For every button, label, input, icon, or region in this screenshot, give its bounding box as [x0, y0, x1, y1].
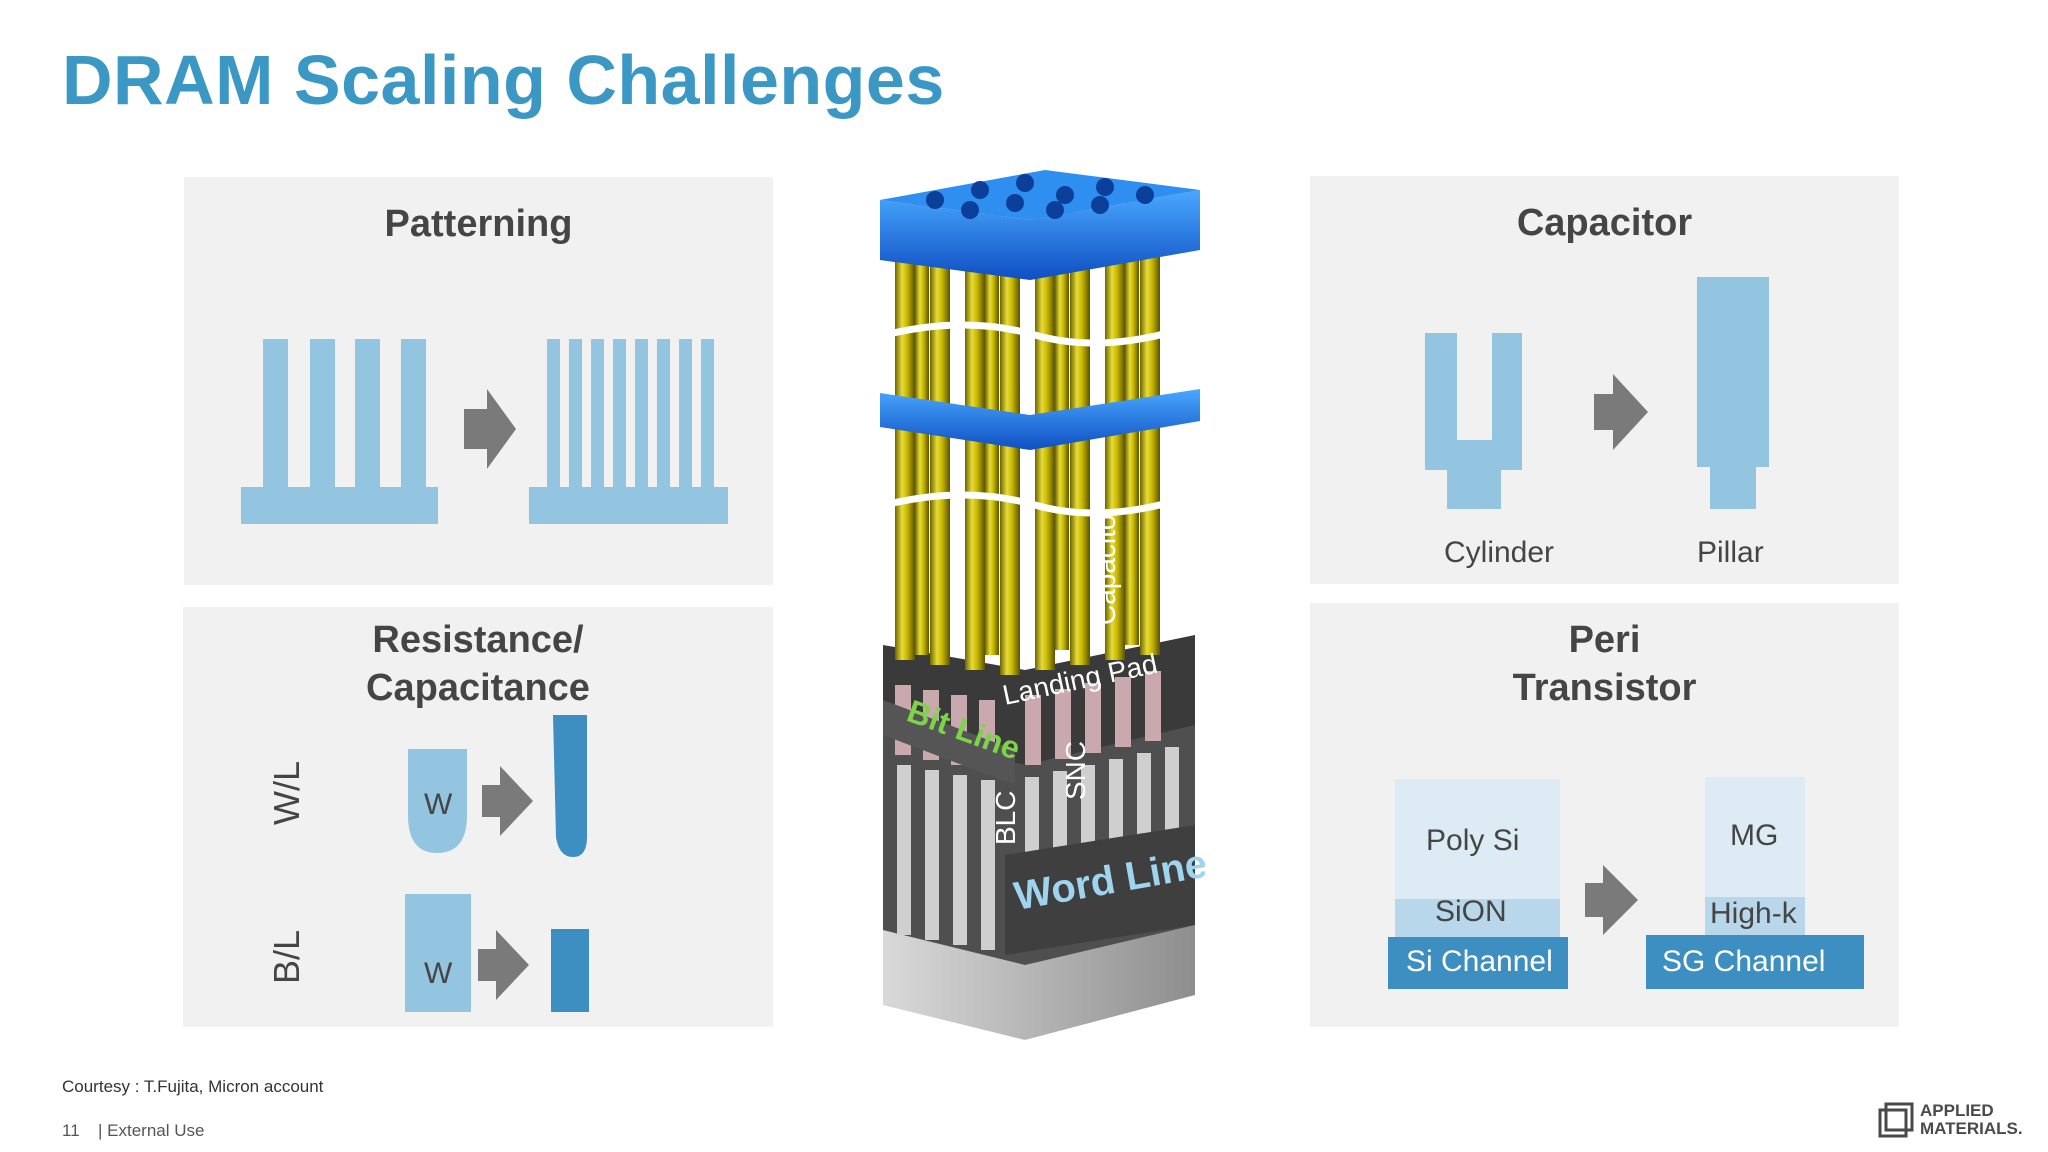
resistance-diagram: W/L B/L: [266, 715, 589, 1012]
logo-line-2: MATERIALS.: [1920, 1119, 2023, 1138]
resistance-capacitance-panel: Resistance/ Capacitance W/L B/L W W: [183, 607, 773, 1027]
title-line-1: Peri: [1568, 619, 1641, 661]
metal-label: W: [424, 957, 453, 990]
courtesy-note: Courtesy : T.Fujita, Micron account: [62, 1077, 324, 1096]
cylinder-label: Cylinder: [1444, 536, 1555, 569]
title-line-2: Transistor: [1512, 666, 1697, 709]
bl-label: B/L: [266, 930, 307, 984]
panel-title: Peri Transistor: [1310, 617, 1899, 712]
transistor-diagram: [1388, 777, 1864, 989]
pillar-label: Pillar: [1697, 536, 1764, 569]
panel-title: Patterning: [384, 203, 573, 245]
capacitor-label: Capacitor: [1090, 505, 1121, 625]
arrow-right-icon: [478, 930, 529, 1000]
title-line-1: Resistance/: [372, 619, 584, 661]
arrow-right-icon: [1594, 374, 1648, 450]
capacitor-diagram: [1425, 277, 1769, 509]
high-k-label: High-k: [1710, 897, 1797, 930]
arrow-right-icon: [464, 389, 516, 469]
arrow-right-icon: [482, 766, 533, 836]
panel-title: Resistance/ Capacitance: [183, 617, 773, 712]
company-logo: APPLIED MATERIALS.: [1878, 1100, 2028, 1140]
page-title: DRAM Scaling Challenges: [62, 41, 945, 119]
panel-title: Capacitor: [1516, 202, 1693, 244]
applied-materials-logo-icon: [1878, 1102, 1914, 1138]
patterning-diagram: [241, 339, 728, 524]
sion-label: SiON: [1435, 895, 1507, 928]
dram-cell-3d-diagram: Capacitor Landing Pad Bit Line SNC BLC W…: [880, 170, 1205, 1040]
wl-label: W/L: [266, 761, 307, 825]
title-line-2: Capacitance: [366, 666, 590, 709]
metal-label: W: [424, 788, 453, 821]
patterning-panel: Patterning: [184, 177, 773, 585]
classification-label: | External Use: [98, 1121, 205, 1140]
poly-si-label: Poly Si: [1426, 824, 1520, 857]
page-number: 11: [62, 1121, 80, 1140]
blc-label: BLC: [990, 791, 1021, 845]
snc-label: SNC: [1060, 741, 1091, 800]
arrow-right-icon: [1585, 865, 1638, 935]
peri-transistor-panel: Peri Transistor Poly Si SiON Si Channel …: [1310, 603, 1899, 1027]
logo-line-1: APPLIED: [1920, 1101, 1994, 1120]
mg-label: MG: [1730, 819, 1779, 852]
sg-channel-label: SG Channel: [1662, 945, 1826, 978]
capacitor-panel: Capacitor Cylinder Pillar: [1310, 176, 1899, 584]
si-channel-label: Si Channel: [1406, 945, 1553, 978]
